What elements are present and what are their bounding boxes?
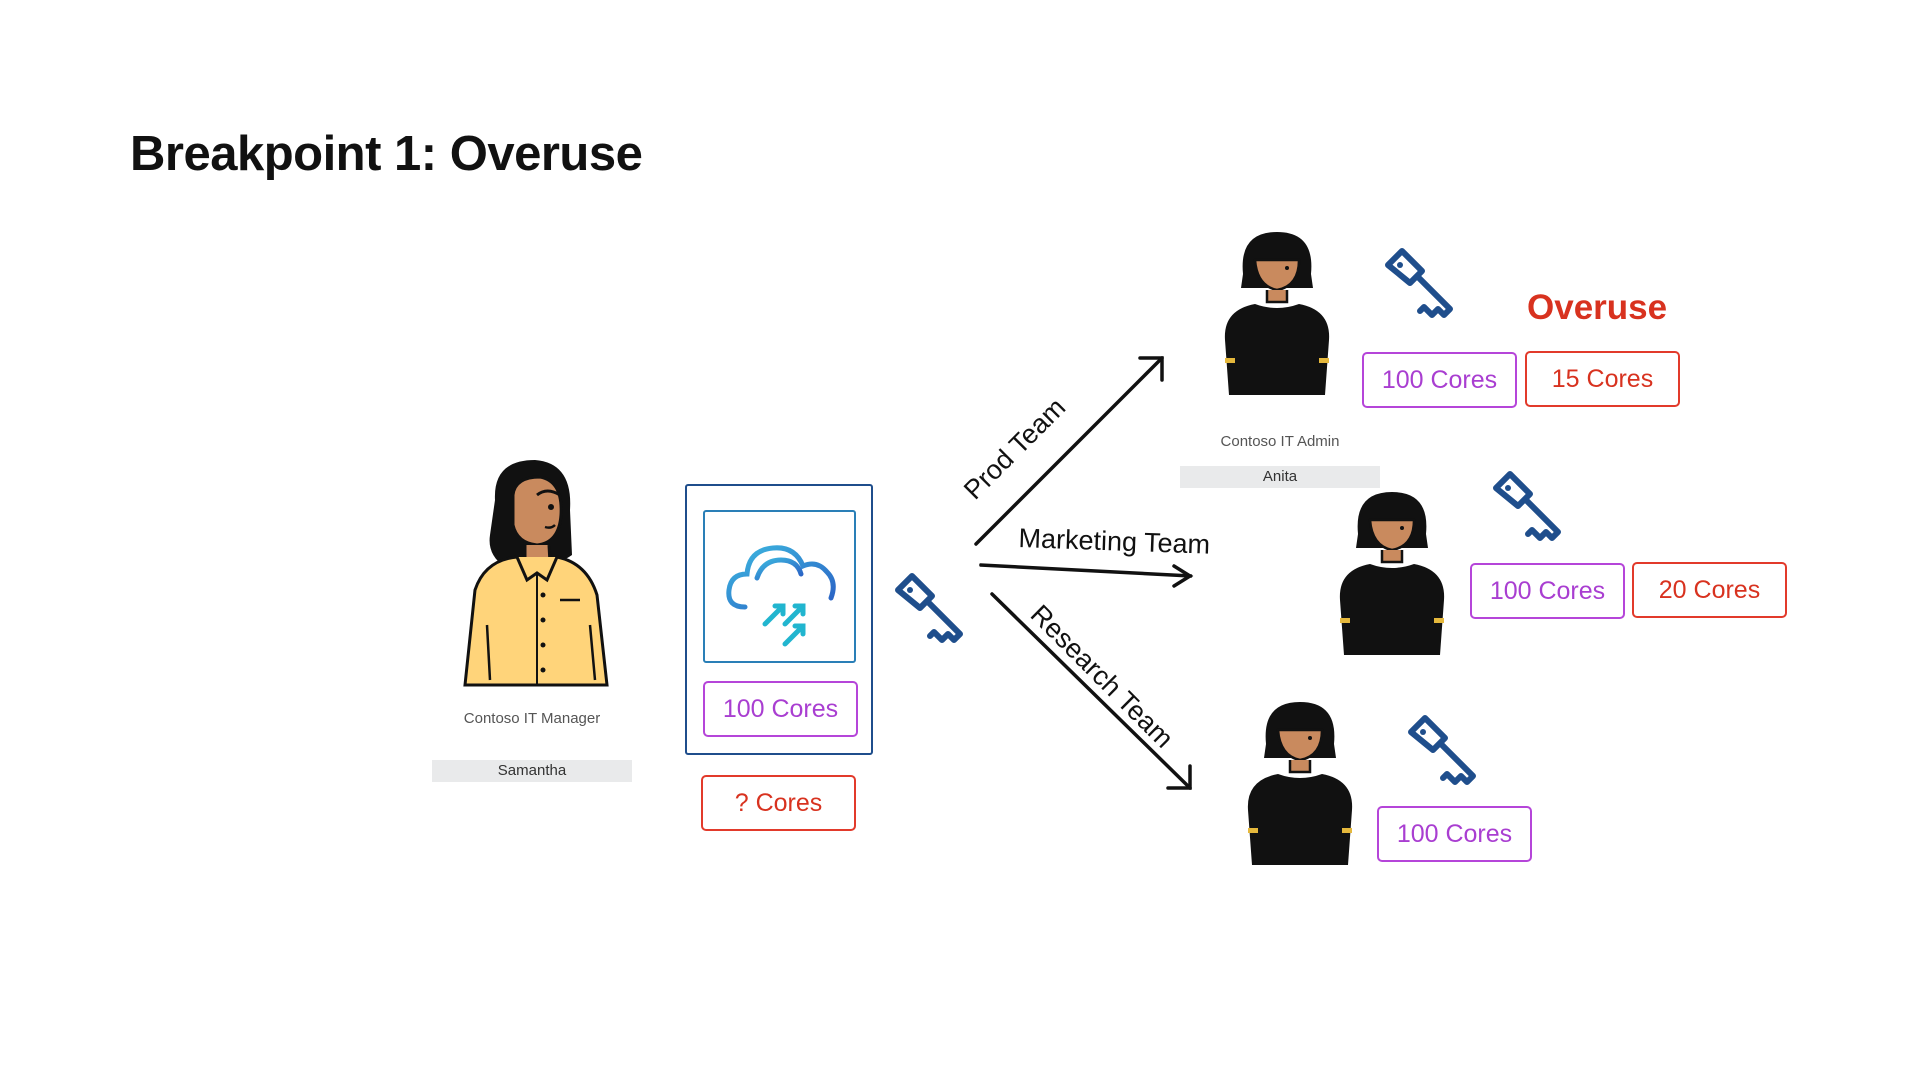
research-team-arrow xyxy=(990,592,1192,790)
overuse-heading: Overuse xyxy=(1527,288,1668,327)
marketing-team-arrow xyxy=(979,563,1193,578)
service-card: 100 Cores xyxy=(685,484,873,755)
marketing-key-icon xyxy=(1493,471,1561,541)
cloud-arrows-icon xyxy=(726,545,836,647)
marketing-team-label: Marketing Team xyxy=(1018,523,1211,560)
manager-name-tag: Samantha xyxy=(432,760,632,782)
research-allocated-cores-box: 100 Cores xyxy=(1377,806,1532,862)
research-person-illustration xyxy=(1247,702,1353,865)
unknown-cores-box: ? Cores xyxy=(701,775,856,831)
admin-name-tag: Anita xyxy=(1180,466,1380,488)
manager-person-illustration xyxy=(463,460,609,687)
marketing-overuse-cores-box: 20 Cores xyxy=(1632,562,1787,618)
page-title: Breakpoint 1: Overuse xyxy=(130,127,643,181)
admin-person-illustration xyxy=(1224,232,1330,395)
service-icon-frame xyxy=(703,510,856,663)
prod-team-arrow xyxy=(974,356,1164,546)
research-key-icon xyxy=(1408,715,1476,785)
marketing-person-illustration xyxy=(1339,492,1445,655)
service-cores-box: 100 Cores xyxy=(703,681,858,737)
team-arrows xyxy=(974,356,1194,790)
prod-overuse-cores-box: 15 Cores xyxy=(1525,351,1680,407)
prod-key-icon xyxy=(1385,248,1453,318)
manager-role: Contoso IT Manager xyxy=(463,710,601,727)
key-icon xyxy=(895,573,963,643)
prod-allocated-cores-box: 100 Cores xyxy=(1362,352,1517,408)
admin-role: Contoso IT Admin xyxy=(1220,433,1340,450)
marketing-allocated-cores-box: 100 Cores xyxy=(1470,563,1625,619)
